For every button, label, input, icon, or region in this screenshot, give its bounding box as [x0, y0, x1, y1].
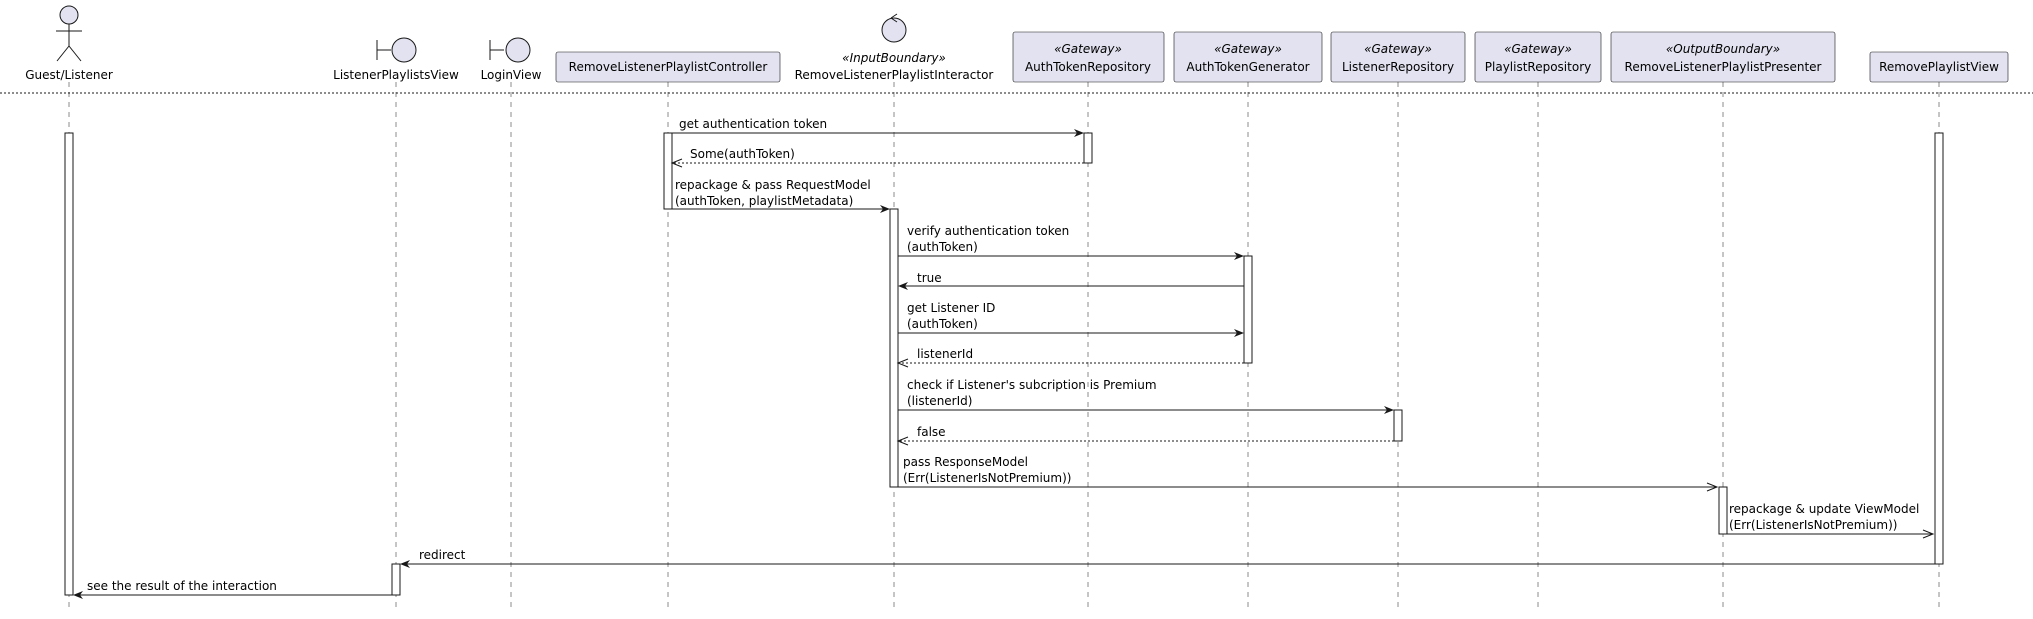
participant-listener-playlists-view: ListenerPlaylistsView — [333, 37, 459, 82]
arrowhead-open — [670, 158, 683, 168]
boundary-icon — [489, 37, 531, 63]
participant-stereotype: «InputBoundary» — [842, 51, 946, 65]
participant-stereotype: «Gateway» — [1504, 42, 1572, 56]
message-label: (authToken) — [907, 240, 978, 254]
activation-listener-repository — [1393, 409, 1403, 442]
arrowhead-filled — [1384, 406, 1394, 414]
participant-playlist-repository: «Gateway» PlaylistRepository — [1474, 31, 1602, 83]
message-label: repackage & pass RequestModel — [675, 178, 871, 192]
participant-stereotype: «Gateway» — [1364, 42, 1432, 56]
participant-listener-repository: «Gateway» ListenerRepository — [1330, 31, 1466, 83]
message-label: see the result of the interaction — [87, 579, 277, 593]
message-label: get Listener ID — [907, 301, 995, 315]
participant-label: AuthTokenRepository — [1025, 60, 1151, 74]
arrowhead-filled — [880, 205, 890, 213]
participant-auth-token-generator: «Gateway» AuthTokenGenerator — [1173, 31, 1323, 83]
activation-interactor — [889, 208, 899, 488]
message-label: false — [917, 425, 946, 439]
arrowhead-filled — [73, 591, 83, 599]
participant-label: RemovePlaylistView — [1879, 60, 1999, 74]
message-label: repackage & update ViewModel — [1729, 502, 1919, 516]
participant-login-view: LoginView — [481, 37, 542, 82]
arrowhead-open — [896, 358, 909, 368]
message-label: verify authentication token — [907, 224, 1069, 238]
participant-label: ListenerPlaylistsView — [333, 68, 459, 82]
arrowhead-open — [896, 436, 909, 446]
activation-auth-token-generator — [1243, 255, 1253, 364]
activation-auth-token-repository — [1083, 132, 1093, 164]
activation-guest — [64, 132, 74, 596]
participant-label: Guest/Listener — [25, 68, 113, 82]
message-see-result: see the result of the interaction — [73, 579, 392, 599]
activation-presenter — [1718, 486, 1728, 535]
message-label: check if Listener's subcription is Premi… — [907, 378, 1157, 392]
message-update-view-model: repackage & update ViewModel (Err(Listen… — [1727, 502, 1935, 539]
lifelines — [68, 82, 1940, 610]
arrowhead-open — [1922, 529, 1935, 539]
message-some-auth-token: Some(authToken) — [670, 147, 1084, 168]
arrowhead-filled — [1234, 329, 1244, 337]
participant-label: RemoveListenerPlaylistInteractor — [795, 68, 994, 82]
participant-stereotype: «OutputBoundary» — [1666, 42, 1780, 56]
message-label: redirect — [419, 548, 466, 562]
message-label: pass ResponseModel — [903, 455, 1028, 469]
participant-label: ListenerRepository — [1342, 60, 1454, 74]
message-pass-response-model: pass ResponseModel (Err(ListenerIsNotPre… — [894, 455, 1719, 492]
message-label: Some(authToken) — [690, 147, 795, 161]
activation-listener-playlists-view — [391, 563, 401, 596]
message-label: listenerId — [917, 347, 973, 361]
message-label: (Err(ListenerIsNotPremium)) — [1729, 518, 1897, 532]
participant-presenter: «OutputBoundary» RemoveListenerPlaylistP… — [1610, 31, 1836, 83]
message-redirect: redirect — [400, 548, 1935, 568]
message-get-listener-id: get Listener ID (authToken) — [898, 301, 1244, 337]
participant-controller: RemoveListenerPlaylistController — [555, 51, 781, 83]
participant-label: AuthTokenGenerator — [1186, 60, 1309, 74]
participant-label: RemoveListenerPlaylistController — [569, 60, 768, 74]
message-true: true — [898, 271, 1244, 290]
arrowhead-filled — [898, 282, 908, 290]
message-label: (authToken) — [907, 317, 978, 331]
arrowhead-open — [1706, 482, 1719, 492]
activation-remove-playlist-view — [1934, 132, 1944, 565]
participant-interactor: «InputBoundary» RemoveListenerPlaylistIn… — [795, 13, 994, 82]
participant-guest: Guest/Listener — [25, 5, 113, 82]
participant-auth-token-repository: «Gateway» AuthTokenRepository — [1012, 31, 1165, 83]
message-listener-id: listenerId — [896, 347, 1244, 368]
message-label: true — [917, 271, 942, 285]
message-verify-authentication-token: verify authentication token (authToken) — [898, 224, 1244, 260]
participant-stereotype: «Gateway» — [1054, 42, 1122, 56]
participant-label: PlaylistRepository — [1485, 60, 1591, 74]
message-label: get authentication token — [679, 117, 827, 131]
participant-label: RemoveListenerPlaylistPresenter — [1625, 60, 1822, 74]
message-check-premium: check if Listener's subcription is Premi… — [898, 378, 1394, 414]
message-get-authentication-token: get authentication token — [672, 117, 1084, 137]
message-false: false — [896, 425, 1394, 446]
participant-label: LoginView — [481, 68, 542, 82]
activation-controller — [663, 132, 673, 210]
activation-bars — [64, 132, 1944, 596]
participant-stereotype: «Gateway» — [1214, 42, 1282, 56]
arrowhead-filled — [1074, 129, 1084, 137]
messages: get authentication token Some(authToken)… — [73, 117, 1935, 599]
actor-icon — [56, 5, 82, 62]
arrowhead-filled — [1234, 252, 1244, 260]
message-label: (Err(ListenerIsNotPremium)) — [903, 471, 1071, 485]
arrowhead-filled — [400, 560, 410, 568]
message-label: (authToken, playlistMetadata) — [675, 194, 853, 208]
boundary-icon — [376, 37, 417, 63]
control-icon — [881, 13, 907, 43]
message-pass-request-model: repackage & pass RequestModel (authToken… — [672, 178, 890, 213]
participant-remove-playlist-view: RemovePlaylistView — [1869, 51, 2009, 83]
message-label: (listenerId) — [907, 394, 972, 408]
